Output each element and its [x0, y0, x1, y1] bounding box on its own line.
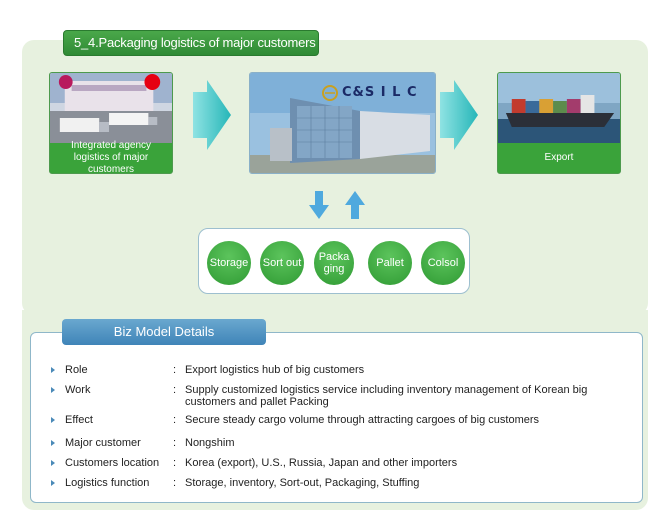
operation-sort-out: Sort out: [260, 241, 304, 285]
operation-storage: Storage: [207, 241, 251, 285]
bullet-icon: [51, 417, 55, 423]
center-card: C&S I L C: [249, 72, 436, 174]
arrow-up-icon: [345, 191, 365, 219]
left-card-caption: Integrated agency logistics of major cus…: [50, 140, 172, 173]
red-logo-icon: [144, 74, 161, 90]
csilc-emblem-icon: [322, 85, 338, 101]
csilc-building-photo: [250, 73, 435, 173]
arrow-down-icon: [309, 191, 329, 219]
right-card-caption: Export: [498, 143, 620, 173]
bullet-icon: [51, 367, 55, 373]
details-box: Role : Export logistics hub of big custo…: [30, 332, 643, 503]
details-header-tab: Biz Model Details: [62, 319, 266, 345]
warehouse-trucks-photo: [50, 73, 172, 145]
bullet-icon: [51, 440, 55, 446]
right-card: Export: [497, 72, 621, 174]
operation-packaging: Packa ging: [314, 241, 354, 285]
csilc-logo: C&S I L C: [342, 85, 418, 100]
flow-arrow-right-icon: [440, 80, 478, 150]
cargo-ship-photo: [498, 73, 620, 145]
operations-box: Storage Sort out Packa ging Pallet Colso…: [198, 228, 470, 294]
bullet-icon: [51, 387, 55, 393]
bullet-icon: [51, 460, 55, 466]
lg-logo-icon: [58, 75, 73, 89]
flow-arrow-right-icon: [193, 80, 231, 150]
page-title: 5_4.Packaging logistics of major custome…: [63, 30, 319, 56]
operation-colsol: Colsol: [421, 241, 465, 285]
left-card: Integrated agency logistics of major cus…: [49, 72, 173, 174]
operation-pallet: Pallet: [368, 241, 412, 285]
bullet-icon: [51, 480, 55, 486]
